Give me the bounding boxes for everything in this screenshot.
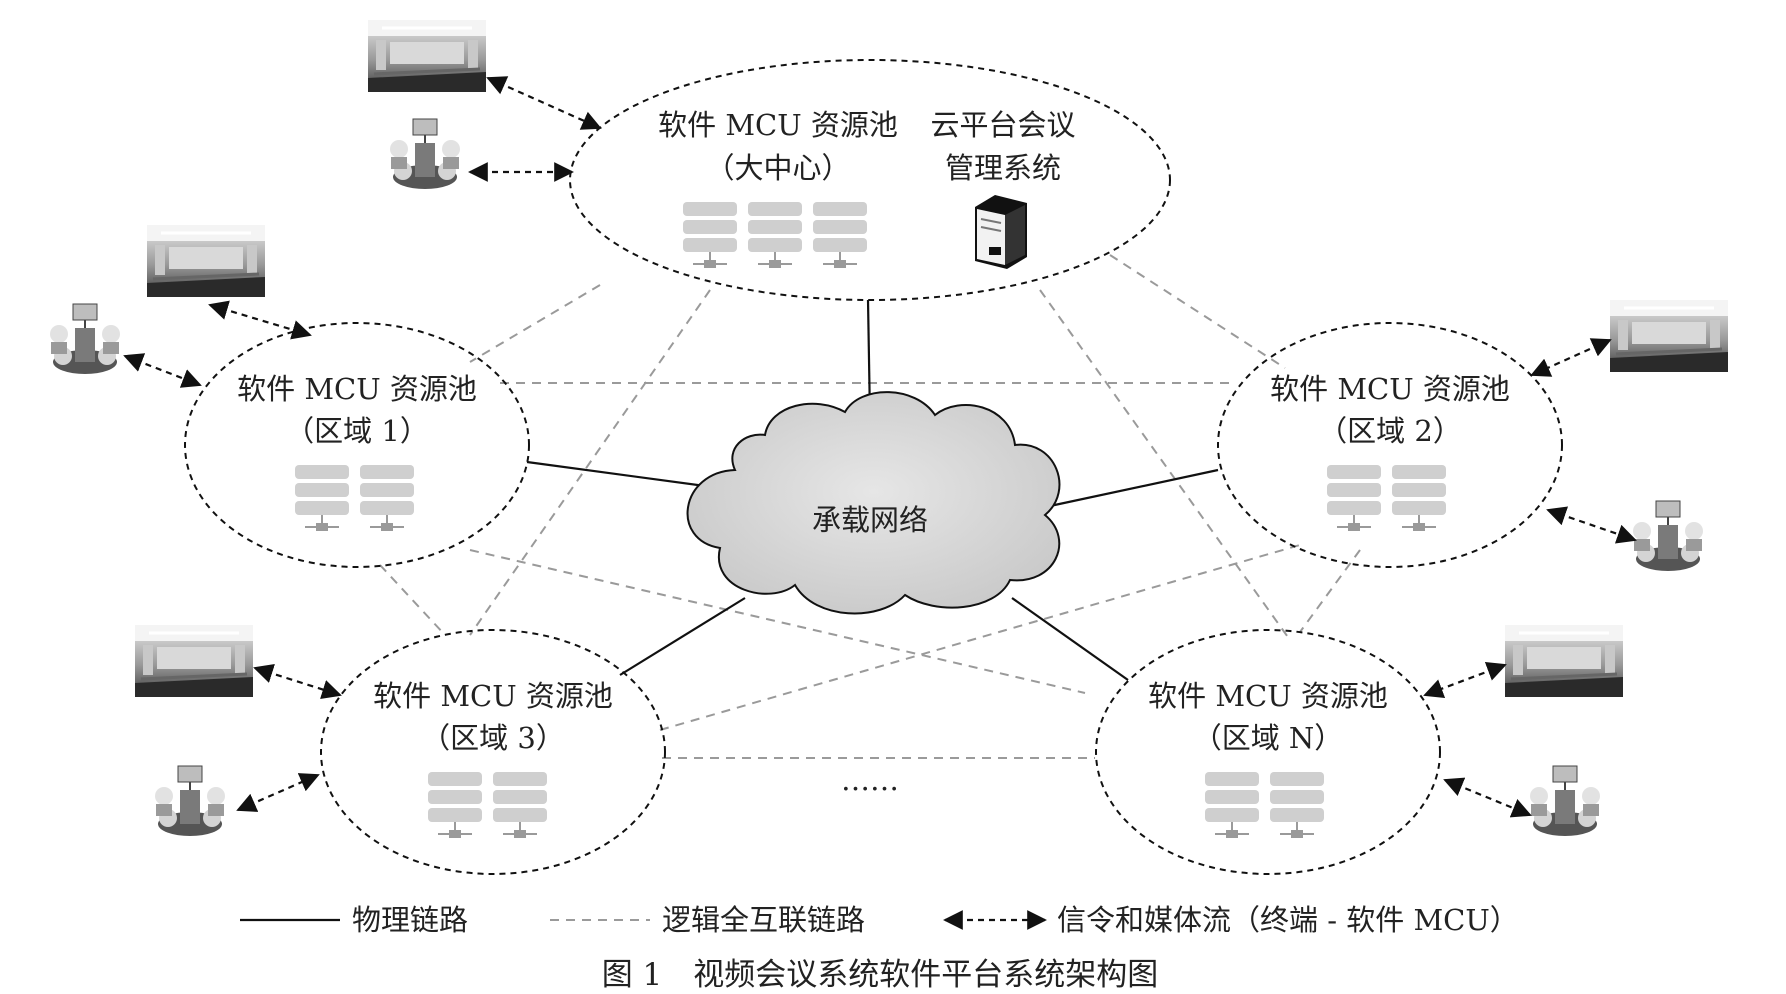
legend-logical-label: 逻辑全互联链路 — [662, 903, 865, 937]
server-rack-icon — [1391, 464, 1447, 532]
pool-region1-subtitle: （区域 1） — [285, 414, 429, 448]
server-rack-icon — [682, 201, 738, 269]
conference-room-icon — [133, 623, 255, 699]
pool-region2-subtitle: （区域 2） — [1318, 414, 1462, 448]
pool-region3: 软件 MCU 资源池 （区域 3） — [320, 629, 666, 875]
legend-physical-label: 物理链路 — [352, 903, 468, 937]
pool-region2: 软件 MCU 资源池 （区域 2） — [1217, 322, 1563, 568]
pool-regionN-subtitle: （区域 N） — [1193, 721, 1344, 755]
server-rack-icon — [1204, 771, 1260, 839]
cloud-mgmt-title: 云平台会议 — [930, 108, 1075, 142]
pool-regionN-title: 软件 MCU 资源池 — [1148, 679, 1388, 713]
conference-terminal-icon — [389, 118, 461, 190]
server-rack-icon — [492, 771, 548, 839]
conference-room-icon — [366, 18, 488, 94]
pool-center: 软件 MCU 资源池 （大中心） 云平台会议 管理系统 — [569, 59, 1171, 301]
conference-terminal-icon — [49, 303, 121, 375]
pool-region3-subtitle: （区域 3） — [421, 721, 565, 755]
server-rack-icon — [359, 464, 415, 532]
logical-links — [379, 254, 1361, 759]
legend-signal-label: 信令和媒体流（终端 - 软件 MCU） — [1057, 903, 1519, 937]
carrier-network-cloud: 承载网络 — [686, 391, 1061, 615]
network-label: 承载网络 — [812, 503, 928, 537]
management-server-icon — [975, 195, 1027, 269]
signal-arrows — [123, 76, 1637, 818]
pool-region2-title: 软件 MCU 资源池 — [1270, 372, 1510, 406]
legend: 物理链路 逻辑全互联链路 信令和媒体流（终端 - 软件 MCU） — [240, 903, 1519, 937]
server-rack-icon — [427, 771, 483, 839]
pool-center-subtitle: （大中心） — [705, 151, 850, 185]
server-rack-icon — [812, 201, 868, 269]
figure-caption: 图 1 视频会议系统软件平台系统架构图 — [602, 957, 1159, 993]
conference-terminal-icon — [1529, 765, 1601, 837]
server-rack-icon — [294, 464, 350, 532]
server-rack-icon — [1269, 771, 1325, 839]
conference-terminal-icon — [1632, 500, 1704, 572]
cloud-mgmt-subtitle: 管理系统 — [945, 151, 1061, 185]
conference-terminal-icon — [154, 765, 226, 837]
server-rack-icon — [1326, 464, 1382, 532]
conference-room-icon — [145, 223, 267, 299]
conference-room-icon — [1608, 298, 1730, 374]
pool-center-title: 软件 MCU 资源池 — [658, 108, 898, 142]
pool-region1-title: 软件 MCU 资源池 — [237, 372, 477, 406]
pool-region1: 软件 MCU 资源池 （区域 1） — [184, 322, 530, 568]
pool-regionN: 软件 MCU 资源池 （区域 N） — [1095, 629, 1441, 875]
pool-region3-title: 软件 MCU 资源池 — [373, 679, 613, 713]
server-rack-icon — [747, 201, 803, 269]
more-regions-ellipsis: …… — [841, 763, 899, 797]
conference-room-icon — [1503, 623, 1625, 699]
